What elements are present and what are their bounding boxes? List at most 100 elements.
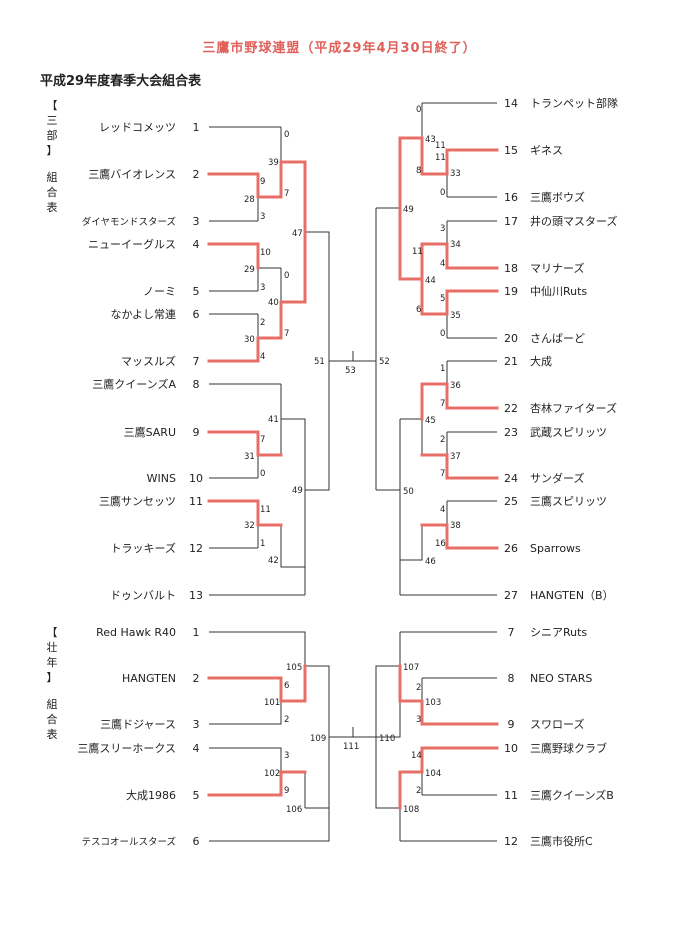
team-seed: 2 (193, 168, 200, 181)
score: 9 (260, 177, 265, 187)
team-name: 三鷹ボウズ (530, 190, 585, 204)
team-name: ギネス (530, 144, 563, 157)
team-seed: 10 (189, 472, 203, 485)
team-seed: 5 (193, 789, 200, 802)
label-char: 【 (47, 626, 58, 639)
score: 39 (268, 158, 279, 168)
score: 35 (450, 311, 461, 321)
team-seed: 8 (508, 672, 515, 685)
score: 1 (440, 364, 445, 374)
team-seed: 26 (504, 542, 518, 555)
team-name: 杏林ファイターズ (530, 401, 617, 415)
team-name: NEO STARS (530, 672, 592, 685)
team-seed: 4 (193, 238, 200, 251)
score: 29 (244, 265, 255, 275)
score: 16 (435, 539, 446, 549)
team-seed: 2 (193, 672, 200, 685)
team-name: サンダーズ (530, 471, 584, 485)
team-seed: 17 (504, 215, 518, 228)
score: 49 (403, 205, 414, 215)
score: 3 (284, 751, 289, 761)
team-name: トランペット部隊 (530, 96, 618, 110)
team-name: さんばーど (530, 332, 585, 345)
team-name: なかよし常連 (111, 307, 176, 321)
score: 50 (403, 487, 414, 497)
score: 2 (440, 435, 445, 445)
score: 7 (260, 435, 265, 445)
label-char: 三 (47, 114, 58, 127)
team-seed: 27 (504, 589, 518, 602)
team-name: ニューイーグルス (88, 237, 176, 251)
label-char: 】 (47, 144, 58, 157)
score: 33 (450, 169, 461, 179)
division3-right-lines (352, 102, 497, 596)
team-seed: 3 (193, 215, 200, 228)
label-char: 組 (47, 698, 58, 711)
team-seed: 14 (504, 97, 518, 110)
score: 2 (416, 786, 421, 796)
team-name: ダイヤモンドスターズ (82, 216, 177, 228)
score: 3 (440, 224, 445, 234)
team-seed: 6 (193, 835, 200, 848)
score: 4 (440, 505, 445, 515)
label-char: 合 (47, 185, 58, 199)
score: 7 (284, 189, 289, 199)
team-name: 三鷹市役所C (530, 834, 593, 848)
score: 1 (260, 539, 265, 549)
team-name: 三鷹クイーンズA (92, 377, 176, 391)
team-seed: 21 (504, 355, 518, 368)
team-name: 中仙川Ruts (530, 285, 587, 298)
team-seed: 13 (189, 589, 203, 602)
score: 11 (435, 153, 446, 163)
team-name: ドゥンバルト (110, 589, 176, 602)
team-name: 大成1986 (126, 788, 176, 802)
score: 6 (416, 305, 421, 315)
score: 5 (440, 294, 445, 304)
score: 10 (260, 248, 271, 258)
score: 0 (284, 130, 289, 140)
team-seed: 23 (504, 426, 518, 439)
score: 0 (440, 329, 445, 339)
team-name: HANGTEN（B） (530, 589, 614, 602)
score: 7 (284, 329, 289, 339)
score: 53 (345, 366, 356, 376)
team-name: マリナーズ (530, 261, 584, 275)
division3-scores: 0 7 39 9 3 28 10 3 29 2 4 30 0 7 40 47 7… (244, 105, 461, 567)
team-seed: 4 (193, 742, 200, 755)
team-seed: 20 (504, 332, 518, 345)
score: 41 (268, 415, 279, 425)
score: 11 (412, 247, 423, 257)
label-char: 表 (47, 727, 58, 741)
score: 36 (450, 381, 461, 391)
score: 0 (260, 469, 265, 479)
score: 8 (416, 166, 421, 176)
score: 42 (268, 556, 279, 566)
division3-label: 【 三 部 】 組 合 表 (47, 99, 58, 214)
division-seniors-label: 【 壮 年 】 組 合 表 (47, 626, 58, 741)
team-name: テスコオールスターズ (81, 836, 176, 848)
team-seed: 15 (504, 144, 518, 157)
score: 3 (260, 283, 265, 293)
team-seed: 19 (504, 285, 518, 298)
label-char: 【 (47, 99, 58, 112)
score: 40 (268, 298, 279, 308)
score: 103 (425, 698, 441, 708)
score: 111 (343, 742, 359, 752)
team-seed: 1 (193, 121, 200, 134)
seniors-right-winner-paths (398, 664, 499, 810)
score: 49 (292, 486, 303, 496)
score: 107 (403, 663, 419, 673)
team-seed: 25 (504, 495, 518, 508)
score: 7 (440, 399, 445, 409)
team-name: 三鷹バイオレンス (88, 167, 176, 181)
label-char: 年 (47, 655, 58, 669)
team-seed: 11 (504, 789, 518, 802)
team-seed: 12 (189, 542, 203, 555)
label-char: 組 (47, 171, 58, 184)
score: 52 (379, 357, 390, 367)
score: 14 (411, 751, 422, 761)
score: 6 (284, 681, 289, 691)
score: 3 (416, 715, 421, 725)
team-seed: 11 (189, 495, 203, 508)
